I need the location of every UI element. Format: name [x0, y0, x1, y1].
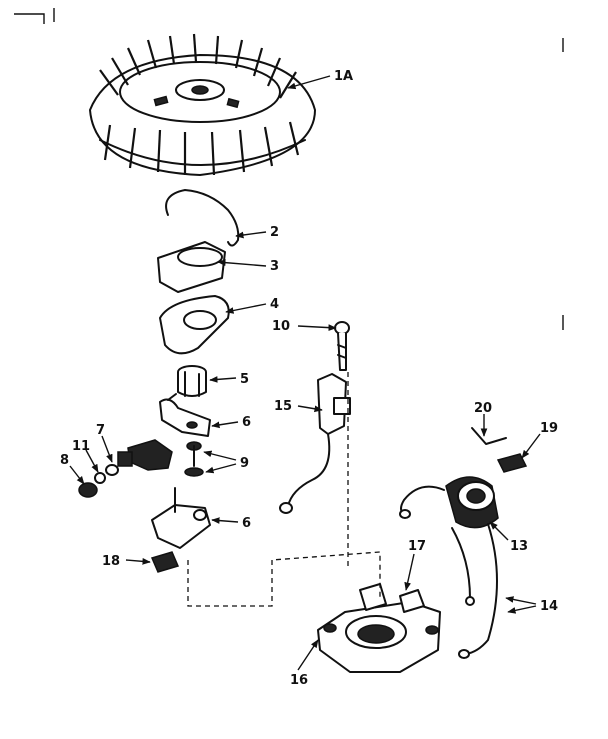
flywheel-part-1a [89, 33, 316, 176]
nut-part-8 [78, 482, 98, 498]
callout-1a: 1A [334, 69, 353, 84]
cam-part-3 [157, 241, 226, 293]
bushing-part-5 [177, 365, 207, 397]
condenser-part-15 [279, 373, 351, 514]
stator-base-part-16-17 [317, 583, 441, 673]
breaker-plate-part-6-lower [151, 487, 211, 549]
callout-13: 13 [510, 539, 528, 554]
callout-labels: 1A 2 3 4 10 5 15 6 7 11 8 9 6 18 20 19 1… [60, 69, 558, 688]
callout-19: 19 [540, 421, 558, 436]
callout-15: 15 [274, 399, 292, 414]
callout-5: 5 [240, 372, 249, 387]
clip-part-20 [471, 427, 507, 445]
corner-mark [14, 8, 564, 330]
callout-11: 11 [72, 439, 90, 454]
condenser-bracket-part-7 [117, 439, 173, 471]
assembly-line [187, 372, 381, 607]
callout-9: 9 [240, 456, 249, 471]
callout-2: 2 [270, 225, 279, 240]
screw-part-10 [334, 321, 350, 371]
felt-part-18 [150, 551, 180, 573]
callout-20: 20 [474, 401, 492, 416]
callout-17: 17 [408, 539, 426, 554]
callout-8: 8 [60, 453, 69, 468]
coil-part-13 [399, 476, 499, 529]
callout-6-lower: 6 [242, 516, 251, 531]
callout-18: 18 [102, 554, 120, 569]
callout-14: 14 [540, 599, 558, 614]
gasket-part-4 [159, 295, 230, 355]
callout-4: 4 [270, 297, 279, 312]
screw-part-9 [184, 441, 204, 477]
spring-clip-part-2 [165, 189, 240, 247]
leader-lines [69, 75, 541, 671]
callout-6-upper: 6 [242, 415, 251, 430]
callout-10: 10 [272, 319, 290, 334]
callout-7: 7 [96, 423, 105, 438]
breaker-arm-part-6-upper [159, 393, 211, 437]
callout-16: 16 [290, 673, 308, 688]
callout-3: 3 [270, 259, 279, 274]
lead-wire-part-14 [451, 523, 498, 659]
washer-part-11 [94, 464, 119, 484]
pad-part-19 [496, 453, 528, 473]
